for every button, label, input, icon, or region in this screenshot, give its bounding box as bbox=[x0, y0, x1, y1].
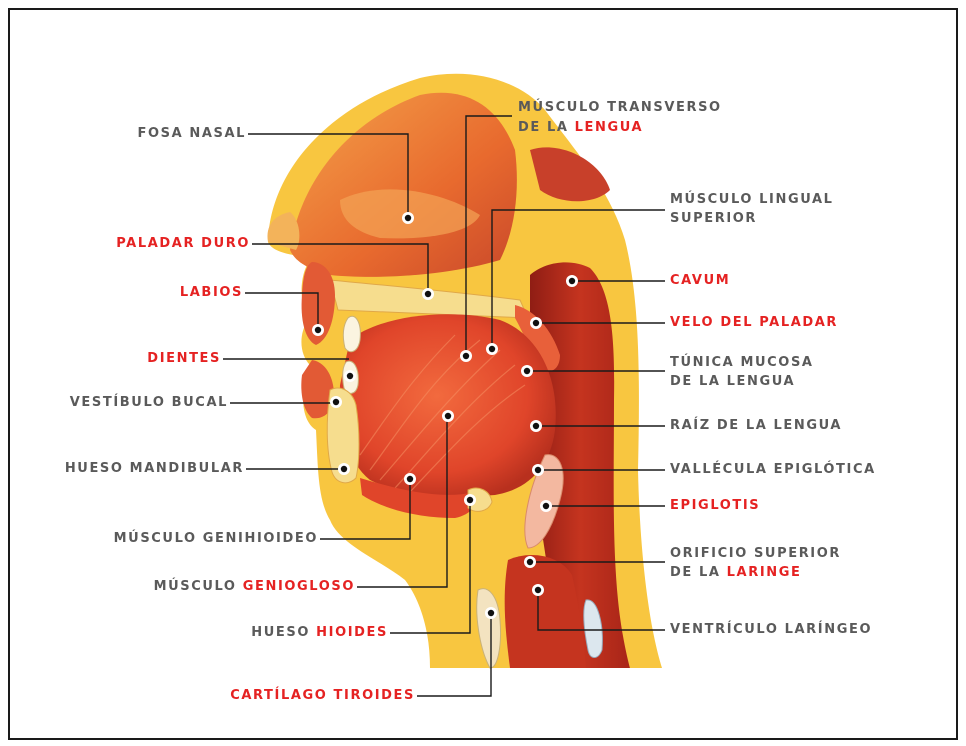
label-raiz-de-la-lengua: RAÍZ DE LA LENGUA bbox=[670, 418, 842, 434]
dot-cavum bbox=[566, 275, 578, 287]
dot-vallecula bbox=[532, 464, 544, 476]
label-orificio-superior-1: ORIFICIO SUPERIOR bbox=[670, 546, 841, 562]
dot-paladar-duro bbox=[422, 288, 434, 300]
dot-orificio bbox=[524, 556, 536, 568]
label-hueso-mandibular: HUESO MANDIBULAR bbox=[65, 461, 244, 477]
label-cartilago-tiroides: CARTÍLAGO TIROIDES bbox=[230, 688, 415, 704]
label-vallecula-epiglotica: VALLÉCULA EPIGLÓTICA bbox=[670, 462, 876, 478]
dot-genihioideo bbox=[404, 473, 416, 485]
dot-tunica bbox=[521, 365, 533, 377]
dot-mandibular bbox=[338, 463, 350, 475]
label-tunica-mucosa-1: TÚNICA MUCOSA bbox=[670, 355, 814, 371]
label-hueso-hioides-b: HIOIDES bbox=[316, 625, 388, 640]
dot-dientes bbox=[344, 370, 356, 382]
label-musculo-geniogloso: MÚSCULO GENIOGLOSO bbox=[154, 579, 355, 595]
dot-vestibulo bbox=[330, 396, 342, 408]
label-musculo-transverso-2b: LENGUA bbox=[575, 120, 644, 135]
label-hueso-hioides: HUESO HIOIDES bbox=[251, 625, 388, 641]
label-paladar-duro: PALADAR DURO bbox=[116, 236, 250, 252]
tongue bbox=[340, 314, 556, 496]
label-cavum: CAVUM bbox=[670, 273, 730, 289]
label-musculo-geniogloso-a: MÚSCULO bbox=[154, 579, 243, 594]
label-tunica-mucosa-2: DE LA LENGUA bbox=[670, 374, 795, 390]
upper-incisor bbox=[343, 316, 360, 351]
label-orificio-superior-2a: DE LA bbox=[670, 565, 727, 580]
label-dientes: DIENTES bbox=[147, 351, 221, 367]
dot-hioides bbox=[464, 494, 476, 506]
label-vestibulo-bucal: VESTÍBULO BUCAL bbox=[70, 395, 228, 411]
label-fosa-nasal: FOSA NASAL bbox=[137, 126, 246, 142]
nasal-cavity bbox=[290, 93, 517, 277]
label-musculo-transverso-2a: DE LA bbox=[518, 120, 575, 135]
label-musculo-genihioideo: MÚSCULO GENIHIOIDEO bbox=[114, 531, 318, 547]
label-musculo-transverso-2: DE LA LENGUA bbox=[518, 120, 643, 136]
label-labios: LABIOS bbox=[180, 285, 243, 301]
label-musculo-geniogloso-b: GENIOGLOSO bbox=[243, 579, 355, 594]
dot-labios bbox=[312, 324, 324, 336]
label-musculo-lingual-2: SUPERIOR bbox=[670, 211, 757, 227]
label-velo-del-paladar: VELO DEL PALADAR bbox=[670, 315, 838, 331]
label-hueso-hioides-a: HUESO bbox=[251, 625, 316, 640]
label-orificio-superior-2: DE LA LARINGE bbox=[670, 565, 802, 581]
label-musculo-transverso-1: MÚSCULO TRANSVERSO bbox=[518, 100, 722, 116]
dot-transverso bbox=[460, 350, 472, 362]
dot-geniogloso bbox=[442, 410, 454, 422]
dot-epiglotis bbox=[540, 500, 552, 512]
label-orificio-superior-2b: LARINGE bbox=[727, 565, 802, 580]
label-epiglotis: EPIGLOTIS bbox=[670, 498, 760, 514]
dot-velo bbox=[530, 317, 542, 329]
dot-ventriculo bbox=[532, 584, 544, 596]
dot-tiroides bbox=[485, 607, 497, 619]
dot-raiz bbox=[530, 420, 542, 432]
label-musculo-lingual-1: MÚSCULO LINGUAL bbox=[670, 192, 834, 208]
label-ventriculo-laringeo: VENTRÍCULO LARÍNGEO bbox=[670, 622, 872, 638]
dot-fosa-nasal bbox=[402, 212, 414, 224]
dot-lingual bbox=[486, 343, 498, 355]
